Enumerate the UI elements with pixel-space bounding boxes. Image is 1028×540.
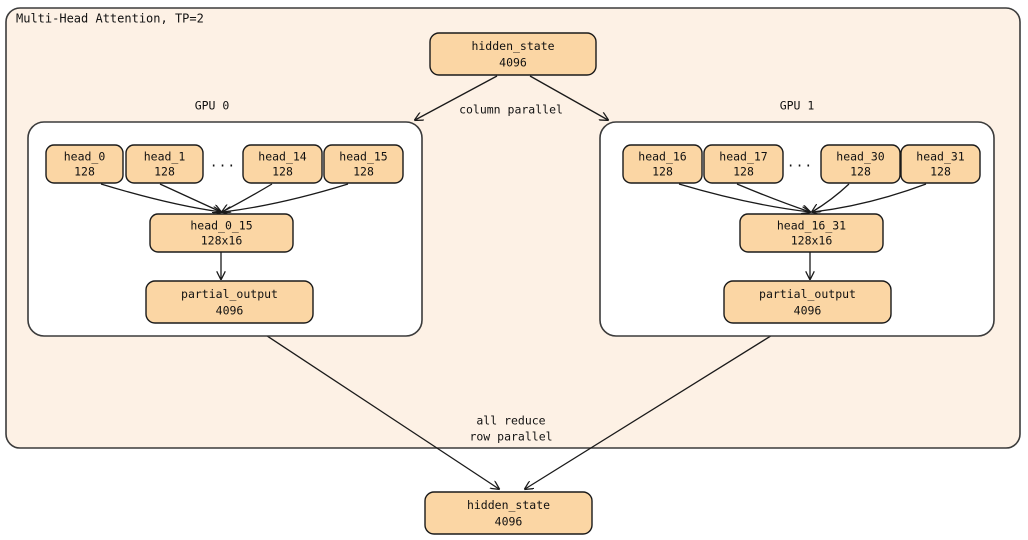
edge-head_0-to-merged-fg [100, 183, 221, 212]
hidden-state-output-node-rect[interactable] [424, 491, 593, 535]
diagram-title: Multi-Head Attention, TP=2 [16, 12, 204, 26]
head-node-gpu0-0-rect[interactable] [45, 144, 124, 184]
head-node-gpu0-3-size: 128 [353, 164, 374, 178]
head-node-gpu1-3-size: 128 [930, 164, 951, 178]
column-parallel-label: column parallel [459, 103, 563, 117]
head-node-gpu0-0-size: 128 [74, 164, 95, 178]
partial-output-node-gpu1-rect[interactable] [723, 280, 892, 324]
head-node-gpu1-0-rect[interactable] [622, 144, 703, 184]
merged-head-node-gpu0-size: 128x16 [201, 233, 243, 247]
head-node-gpu0-1-name: head_1 [144, 150, 186, 164]
head-node-gpu1-3-name: head_31 [916, 150, 965, 164]
head-node-gpu1-1-rect[interactable] [703, 144, 784, 184]
head-node-gpu0-3-name: head_15 [339, 150, 387, 164]
hidden-state-output-node[interactable]: hidden_state 4096 [424, 491, 593, 535]
partial-output-node-gpu0-size: 4096 [216, 303, 244, 317]
gpu-label-gpu1: GPU 1 [780, 99, 815, 113]
partial-output-node-gpu0[interactable]: partial_output 4096 [145, 280, 314, 324]
head-node-gpu1-2-size: 128 [850, 164, 871, 178]
all-reduce-label-line1: all reduce [476, 414, 545, 428]
edge-gpu1-output-to-hidden [525, 323, 791, 489]
gpu-label-gpu0: GPU 0 [195, 99, 230, 113]
merged-head-node-gpu1-rect[interactable] [739, 213, 884, 253]
hidden-state-input-node-size: 4096 [499, 55, 527, 69]
head-node-gpu1-0-size: 128 [652, 164, 673, 178]
head-node-gpu1-2-rect[interactable] [820, 144, 901, 184]
edge-head_16-to-merged-fg [678, 183, 810, 212]
edge-gpu0-output-to-hidden [248, 323, 499, 489]
head-node-gpu0-0-name: head_0 [64, 150, 106, 164]
head-node-gpu1-1-name: head_17 [719, 150, 768, 164]
merged-head-node-gpu0-name: head_0_15 [190, 219, 252, 233]
partial-output-node-gpu0-rect[interactable] [145, 280, 314, 324]
edge-head_1-to-merged-fg [159, 183, 221, 212]
hidden-state-output-node-size: 4096 [495, 514, 523, 528]
hidden-state-input-node[interactable]: hidden_state 4096 [429, 32, 597, 76]
head-node-gpu0-1-size: 128 [154, 164, 175, 178]
head-node-gpu0-1-rect[interactable] [125, 144, 204, 184]
head-node-gpu1-2-name: head_30 [836, 150, 885, 164]
merged-head-node-gpu1-size: 128x16 [791, 233, 833, 247]
hidden-state-input-node-rect[interactable] [429, 32, 597, 76]
merged-head-node-gpu0-rect[interactable] [149, 213, 294, 253]
partial-output-node-gpu1-name: partial_output [759, 287, 856, 301]
edge-head_17-to-merged-fg [736, 183, 810, 212]
head-node-gpu1-1-size: 128 [733, 164, 754, 178]
head-node-gpu1-0-name: head_16 [638, 150, 687, 164]
edge-labels-layer: column parallel all reduce row parallel [459, 103, 563, 444]
partial-output-node-gpu1[interactable]: partial_output 4096 [723, 280, 892, 324]
partial-output-node-gpu0-name: partial_output [181, 287, 278, 301]
edge-hidden-to-gpu1 [529, 75, 608, 120]
top-bottom-nodes-layer: hidden_state 4096 hidden_state 4096 [424, 32, 597, 535]
edge-head_15-to-merged-fg [223, 183, 349, 212]
merged-head-node-gpu1-name: head_16_31 [777, 219, 846, 233]
head-node-gpu1-3-rect[interactable] [900, 144, 981, 184]
head-node-gpu0-2-size: 128 [272, 164, 293, 178]
head-node-gpu0-2-name: head_14 [258, 150, 307, 164]
edge-hidden-to-gpu0 [415, 75, 498, 120]
hidden-state-output-node-name: hidden_state [467, 498, 550, 512]
partial-output-node-gpu1-size: 4096 [794, 303, 822, 317]
all-reduce-label-line2: row parallel [469, 430, 552, 444]
head-node-gpu0-2-rect[interactable] [242, 144, 323, 184]
hidden-state-input-node-name: hidden_state [471, 39, 554, 53]
heads-ellipsis-gpu1: ... [787, 156, 813, 171]
heads-ellipsis-gpu0: ... [210, 156, 236, 171]
head-node-gpu0-3-rect[interactable] [323, 144, 404, 184]
edge-head_31-to-merged-fg [813, 183, 927, 212]
